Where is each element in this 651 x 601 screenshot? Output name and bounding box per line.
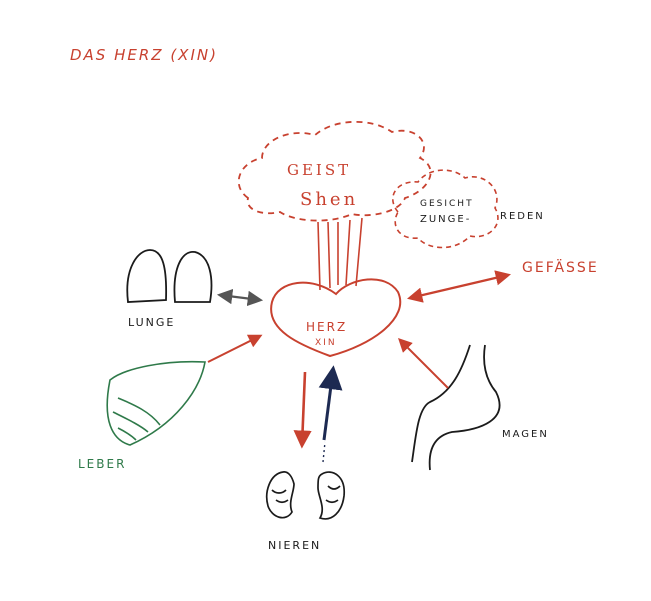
heart-label-xin: XIN [315, 338, 337, 348]
kidneys-drawing [265, 471, 345, 520]
heart-label-herz: HERZ [306, 320, 347, 334]
heart-outline [270, 278, 402, 358]
lung-drawing [126, 249, 213, 303]
kidney-heart-dotted-tail [322, 441, 326, 463]
lung-label: LUNGE [128, 316, 175, 329]
senses-line-gesicht: GESICHT [420, 199, 474, 209]
liver-label: LEBER [78, 457, 126, 471]
kidney-heart-arrow [318, 365, 343, 441]
stomach-drawing [411, 344, 501, 471]
stomach-heart-arrow [398, 338, 449, 389]
spirit-cloud-outline [237, 120, 432, 222]
senses-cloud-outline [392, 169, 499, 249]
liver-drawing [106, 360, 206, 446]
spirit-channel-lines [317, 217, 363, 291]
stomach-label: MAGEN [502, 429, 549, 440]
liver-heart-arrow [207, 334, 263, 363]
vessels-heart-arrow [407, 270, 511, 303]
spirit-label-geist: GEIST [287, 161, 351, 179]
vessels-label: GEFÄSSE [522, 258, 599, 276]
lung-heart-arrow [216, 288, 264, 307]
diagram-title: DAS HERZ (XIN) [70, 46, 218, 64]
senses-line-zunge: ZUNGE- [420, 214, 471, 225]
senses-line-reden: REDEN [500, 211, 545, 222]
kidneys-label: NIEREN [268, 539, 321, 552]
spirit-label-shen: Shen [300, 189, 358, 210]
heart-kidney-arrow [293, 371, 312, 449]
